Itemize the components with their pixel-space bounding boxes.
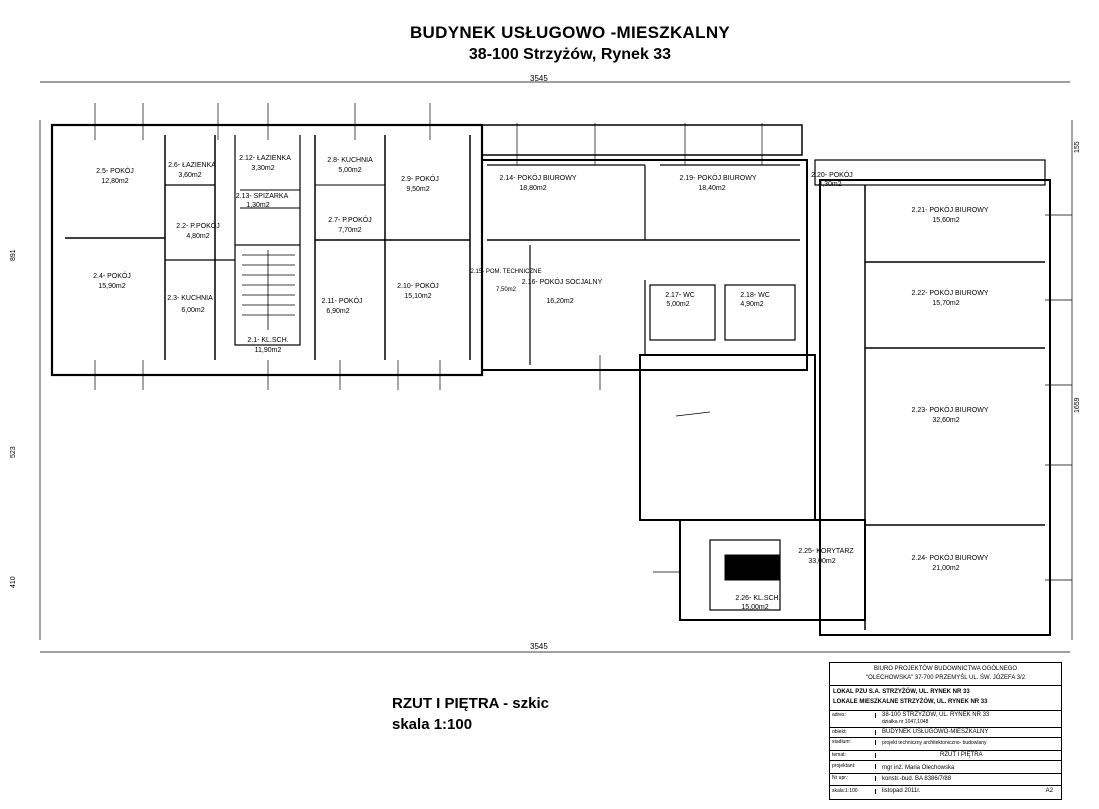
drawing-header-title: BUDYNEK USŁUGOWO -MIESZKALNY <box>409 23 731 42</box>
plot-number: działka nr 1047,1048 <box>882 719 929 725</box>
room-2-2-name: 2.2- P.POKÓJ <box>176 221 219 230</box>
room-2-13-area: 1,30m2 <box>246 202 269 209</box>
room-2-9-name: 2.9- POKÓJ <box>401 174 439 183</box>
sheet-size: A2 <box>1045 788 1053 794</box>
room-2-22-area: 15,70m2 <box>932 300 959 307</box>
room-2-15-name: 2.15- POM. TECHNICZNE <box>471 269 542 275</box>
drawing-header-address: 38-100 Strzyżów, Rynek 33 <box>468 46 672 63</box>
title-block: BIURO PROJEKTÓW BUDOWNICTWA OGÓLNEGO "OL… <box>829 662 1062 800</box>
room-2-1-name: 2.1- KL.SCH. <box>247 337 288 344</box>
object-label: obiekt: <box>830 730 876 735</box>
room-2-5-name: 2.5- POKÓJ <box>96 166 134 175</box>
room-2-6-area: 3,60m2 <box>178 172 201 179</box>
room-2-10-area: 15,10m2 <box>404 293 431 300</box>
room-2-19-area: 18,40m2 <box>698 185 725 192</box>
room-2-20-area: 4,30m2 <box>818 181 841 188</box>
drawing-scale: skala 1:100 <box>392 716 473 733</box>
room-2-19-name: 2.19- POKÓJ BIUROWY <box>679 173 756 182</box>
room-2-23-area: 32,60m2 <box>932 417 959 424</box>
room-2-13-name: 2.13- SPIŻARKA <box>236 191 289 200</box>
room-2-2-area: 4,80m2 <box>186 233 209 240</box>
room-2-3-area: 6,00m2 <box>181 307 204 314</box>
room-2-26-area: 15,00m2 <box>741 604 768 611</box>
object-value: BUDYNEK USŁUGOWO-MIESZKALNY <box>882 729 989 735</box>
room-2-9-area: 9,50m2 <box>406 186 429 193</box>
room-2-26-name: 2.26- KL.SCH. <box>735 595 780 602</box>
office-name: BIURO PROJEKTÓW BUDOWNICTWA OGÓLNEGO <box>873 666 1018 672</box>
stage-label: stadium: <box>830 740 876 745</box>
scale-label: skala:1:100 <box>830 789 876 794</box>
drawing-title: RZUT I PIĘTRA - szkic <box>392 695 549 712</box>
overall-dimension-bottom: 3545 <box>530 642 548 651</box>
room-2-8-name: 2.8- KUCHNIA <box>327 157 373 164</box>
room-2-23-name: 2.23- POKÓJ BIUROWY <box>911 405 988 414</box>
room-2-25-name: 2.25- KORYTARZ <box>798 548 854 555</box>
subject-label: temat: <box>830 753 876 758</box>
room-2-17-area: 5,00m2 <box>666 301 689 308</box>
designer-value: mgr inż. Maria Olechowska <box>882 765 955 771</box>
room-2-14-name: 2.14- POKÓJ BIUROWY <box>499 173 576 182</box>
stage-value: projekt techniczny architektoniczno- bud… <box>882 740 987 746</box>
room-2-12-name: 2.12- ŁAZIENKA <box>239 155 291 162</box>
room-2-25-area: 33,00m2 <box>808 558 835 565</box>
room-2-4-name: 2.4- POKÓJ <box>93 271 131 280</box>
room-2-5-area: 12,80m2 <box>101 178 128 185</box>
designer-label: projektant: <box>830 764 876 769</box>
project-line-1: LOKAL PZU S.A. STRZYŻÓW, UL. RYNEK NR 33 <box>833 689 970 695</box>
room-2-16-name: 2.16- POKÓJ SOCJALNY <box>522 277 603 286</box>
address-label: adres: <box>830 713 876 718</box>
dimension-left-2: 523 <box>10 446 17 458</box>
room-2-16-area: 16,20m2 <box>546 298 573 305</box>
room-2-18-area: 4,90m2 <box>740 301 763 308</box>
room-2-12-area: 3,30m2 <box>251 165 274 172</box>
dimension-left-3: 410 <box>10 576 17 588</box>
license-value: konstr.-bud. BA 8386/7/88 <box>882 776 952 782</box>
room-2-20-name: 2.20- POKÓJ <box>811 170 853 179</box>
room-2-17-name: 2.17- WC <box>665 292 695 299</box>
project-line-2: LOKALE MIESZKALNE STRZYŻÓW, UL. RYNEK NR… <box>833 699 988 705</box>
dimension-right-1: 155 <box>1074 141 1081 153</box>
room-2-8-area: 5,00m2 <box>338 167 361 174</box>
room-2-22-name: 2.22- POKÓJ BIUROWY <box>911 288 988 297</box>
room-2-24-name: 2.24- POKÓJ BIUROWY <box>911 553 988 562</box>
room-2-11-name: 2.11- POKÓJ <box>321 296 362 305</box>
dimension-right-2: 1659 <box>1074 397 1081 413</box>
date-value: listopad 2011r. <box>882 788 921 794</box>
overall-dimension-top: 3545 <box>530 74 548 83</box>
dimension-left-1: 891 <box>10 249 17 261</box>
room-2-4-area: 15,90m2 <box>98 283 125 290</box>
room-2-24-area: 21,00m2 <box>932 565 959 572</box>
room-2-15-area: 7,50m2 <box>496 287 517 293</box>
room-2-11-area: 6,90m2 <box>326 308 349 315</box>
room-2-1-area: 11,90m2 <box>255 347 282 354</box>
subject-value: RZUT I PIĘTRA <box>940 752 983 758</box>
license-label: Nr upr.: <box>830 776 876 781</box>
room-2-6-name: 2.6- ŁAZIENKA <box>168 162 216 169</box>
room-2-7-area: 7,70m2 <box>338 227 361 234</box>
room-2-10-name: 2.10- POKÓJ <box>397 281 439 290</box>
office-address: "OLECHOWSKA" 37-700 PRZEMYŚL UL. ŚW. JÓZ… <box>865 675 1026 681</box>
room-2-21-area: 15,60m2 <box>932 217 959 224</box>
room-2-14-area: 18,80m2 <box>519 185 546 192</box>
room-2-7-name: 2.7- P.POKÓJ <box>328 215 371 224</box>
address-value: 38-100 STRZYŻÓW, UL. RYNEK NR 33 <box>882 712 990 718</box>
room-2-18-name: 2.18- WC <box>740 292 770 299</box>
room-2-3-name: 2.3- KUCHNIA <box>167 295 213 302</box>
room-2-21-name: 2.21- POKÓJ BIUROWY <box>911 205 988 214</box>
